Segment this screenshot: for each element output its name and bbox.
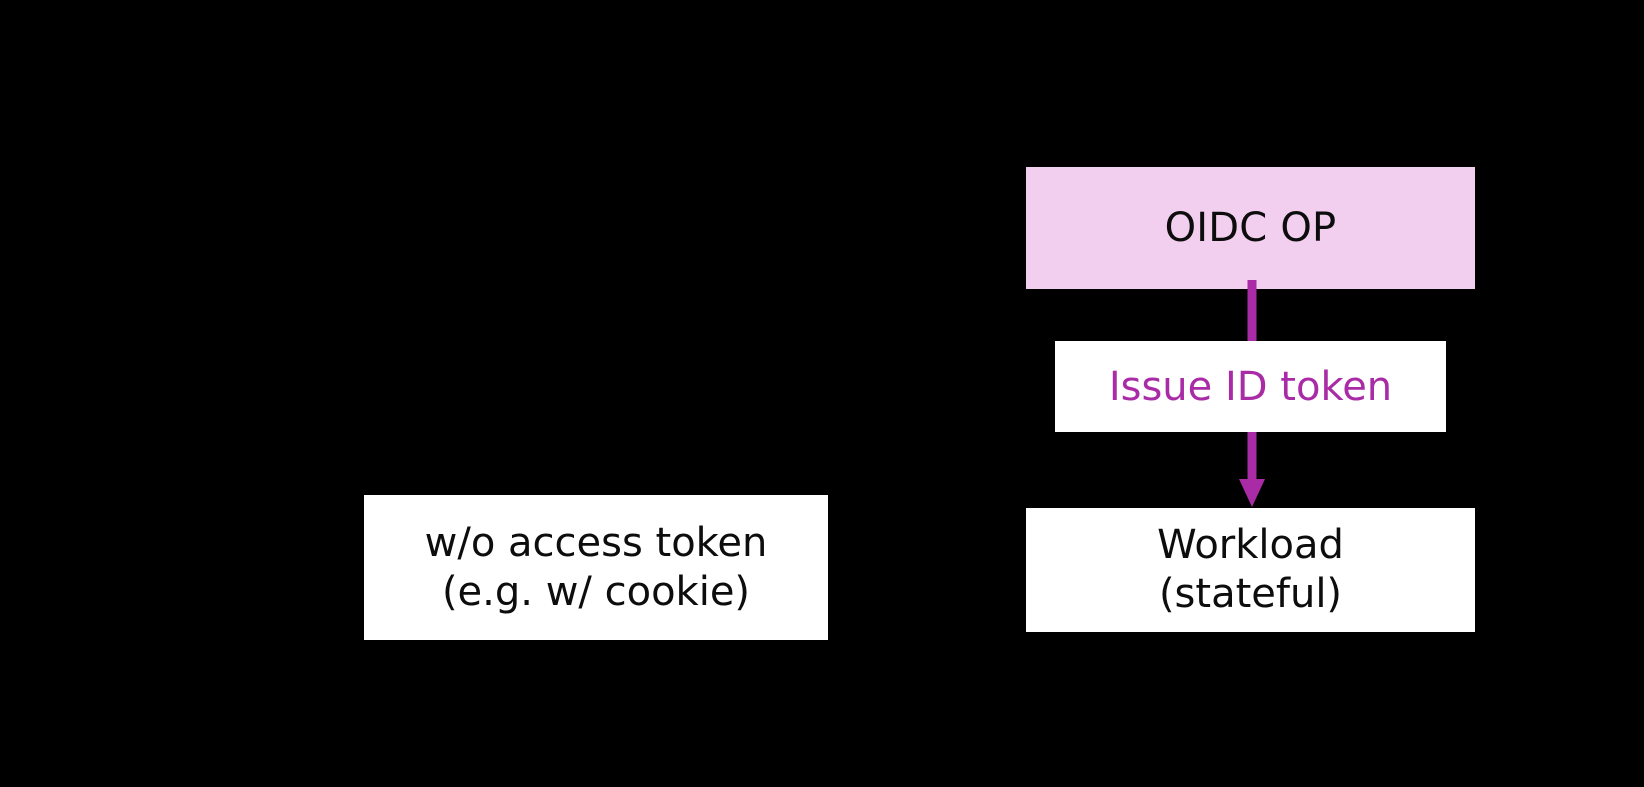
node-workload-label: Workload(stateful)	[1026, 521, 1475, 619]
node-oidc-op[interactable]: OIDC OP	[1026, 167, 1475, 289]
node-no-access-token-label: w/o access token(e.g. w/ cookie)	[364, 519, 828, 617]
node-workload-label-line2: (stateful)	[1158, 571, 1343, 617]
node-no-access-token[interactable]: w/o access token(e.g. w/ cookie)	[364, 495, 828, 640]
node-oidc-op-label: OIDC OP	[1164, 204, 1337, 251]
edge-label-issue-id-token-text: Issue ID token	[1108, 363, 1393, 410]
edge-label-issue-id-token: Issue ID token	[1055, 341, 1446, 432]
node-workload[interactable]: Workload(stateful)	[1026, 508, 1475, 632]
node-no-access-token-label-line1: w/o access token	[424, 519, 768, 566]
node-no-access-token-label-line2: (e.g. w/ cookie)	[441, 568, 751, 615]
node-workload-label-line1: Workload	[1157, 522, 1344, 569]
